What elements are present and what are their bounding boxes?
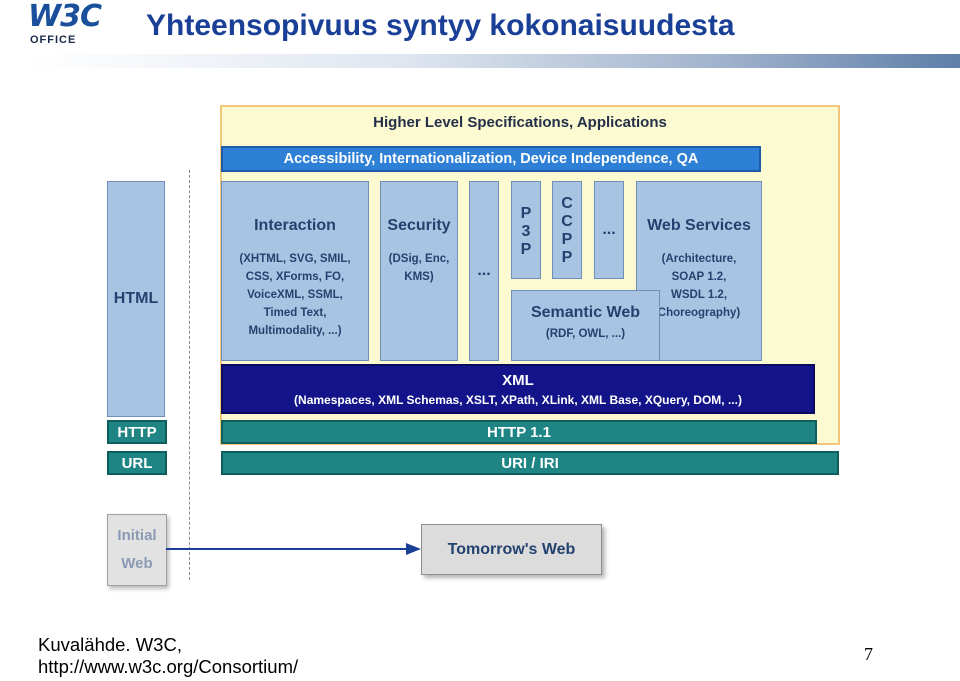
web-services-line-2: SOAP 1.2, (671, 271, 727, 283)
tomorrows-web-box: Tomorrow's Web (421, 524, 602, 575)
initial-web-line-1: Initial (117, 527, 157, 544)
logo-mark: W3C (28, 0, 102, 34)
accessibility-layer: Accessibility, Internationalization, Dev… (221, 146, 761, 172)
url-block: URL (107, 451, 167, 475)
interaction-module: Interaction (XHTML, SVG, SMIL, CSS, XFor… (221, 181, 369, 361)
p3p-letter-1: P (520, 205, 532, 222)
initial-web-line-2: Web (121, 555, 153, 572)
interaction-line-1: (XHTML, SVG, SMIL, (239, 253, 351, 265)
security-module: Security (DSig, Enc, KMS) (380, 181, 458, 361)
interaction-line-3: VoiceXML, SSML, (247, 289, 343, 301)
html-block: HTML (107, 181, 165, 417)
security-line-2: KMS) (404, 271, 434, 283)
p3p-letter-3: P (520, 241, 532, 258)
ccpp-module: C C P P (552, 181, 582, 279)
ccpp-letter-3: P (561, 231, 573, 248)
w3c-office-logo: W3C OFFICE (28, 0, 102, 47)
dots-module-1: ... (469, 181, 499, 361)
slide-title: Yhteensopivuus syntyy kokonaisuudesta (146, 9, 735, 42)
dashed-divider (189, 170, 190, 580)
http11-layer: HTTP 1.1 (221, 420, 817, 444)
security-line-1: (DSig, Enc, (388, 253, 450, 265)
semantic-web-heading: Semantic Web (530, 304, 641, 321)
xml-heading: XML (502, 372, 534, 389)
ccpp-letter-1: C (561, 195, 573, 212)
logo-sub: OFFICE (30, 34, 77, 46)
security-heading: Security (387, 217, 451, 234)
web-services-heading: Web Services (647, 217, 751, 234)
interaction-heading: Interaction (254, 217, 336, 234)
interaction-line-4: Timed Text, (263, 307, 327, 319)
web-services-line-4: Choreography) (657, 307, 741, 319)
progress-arrow (166, 543, 421, 555)
initial-web-box: Initial Web (107, 514, 167, 586)
web-services-line-1: (Architecture, (661, 253, 737, 265)
page-number: 7 (864, 644, 873, 664)
interaction-line-2: CSS, XForms, FO, (245, 271, 345, 283)
source-caption: Kuvalähde. W3C, http://www.w3c.org/Conso… (38, 634, 368, 680)
higher-level-label: Higher Level Specifications, Application… (373, 113, 667, 131)
ccpp-letter-4: P (561, 249, 573, 266)
xml-layer: XML (Namespaces, XML Schemas, XSLT, XPat… (221, 364, 815, 414)
semantic-web-module: Semantic Web (RDF, OWL, ...) (511, 290, 660, 361)
caption-line-1: Kuvalähde. W3C, (38, 634, 182, 655)
http-block: HTTP (107, 420, 167, 444)
title-underline-bar (30, 54, 960, 68)
caption-line-2: http://www.w3c.org/Consortium/ (38, 656, 299, 677)
p3p-module: P 3 P (511, 181, 541, 279)
semantic-web-sub: (RDF, OWL, ...) (545, 328, 626, 340)
dots-module-2: ... (594, 181, 624, 279)
xml-sub: (Namespaces, XML Schemas, XSLT, XPath, X… (294, 393, 742, 407)
progress-arrow-head (406, 543, 421, 555)
web-services-line-3: WSDL 1.2, (670, 289, 728, 301)
interaction-line-5: Multimodality, ...) (248, 325, 342, 337)
ccpp-letter-2: C (561, 213, 573, 230)
p3p-letter-2: 3 (521, 223, 531, 240)
uri-iri-layer: URI / IRI (221, 451, 839, 475)
